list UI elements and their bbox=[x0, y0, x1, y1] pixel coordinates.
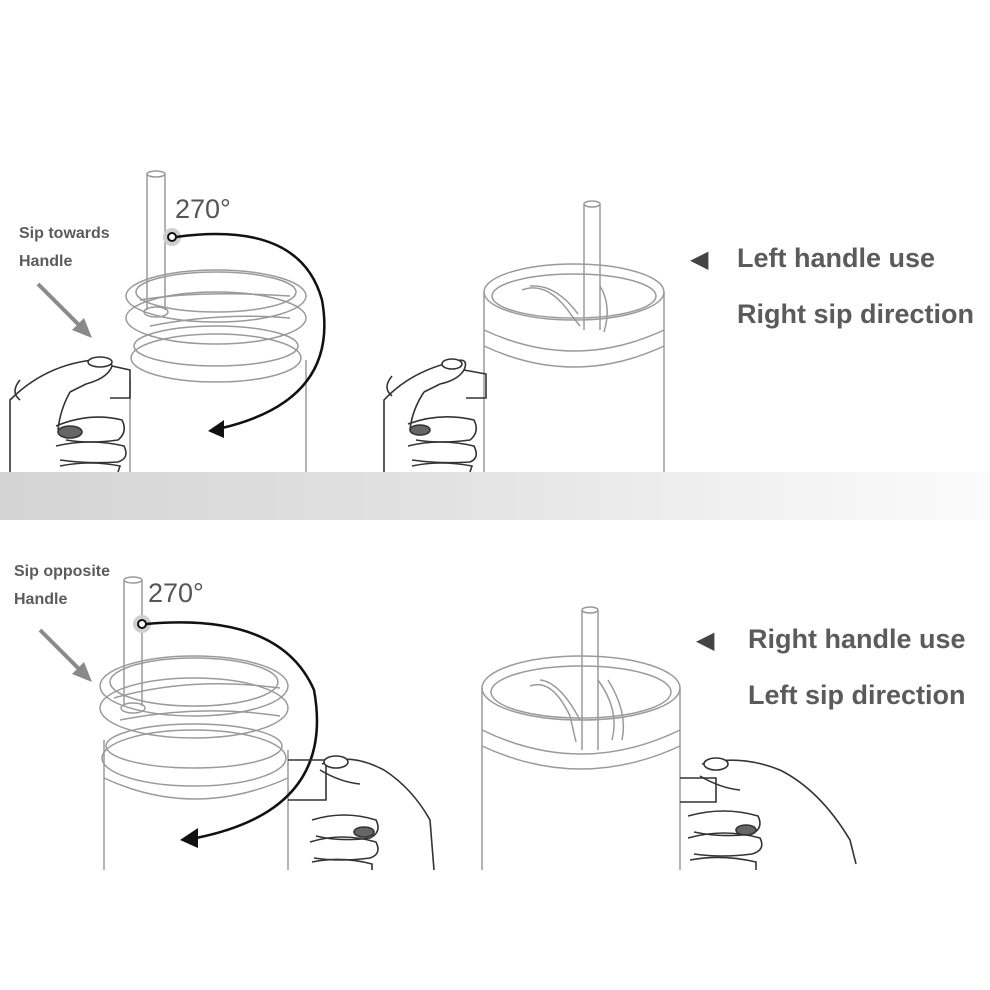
rotation-arrow-icon bbox=[163, 228, 326, 438]
tumbler-icon bbox=[481, 606, 681, 870]
pointer-arrow-icon: ◀ bbox=[696, 627, 715, 654]
straw-icon bbox=[143, 170, 169, 318]
sip-tip-label: Sip opposite Handle bbox=[14, 558, 110, 614]
hand-icon bbox=[680, 757, 857, 870]
pointer-arrow-icon bbox=[38, 628, 92, 682]
top-illustration bbox=[9, 170, 665, 472]
bottom-illustration bbox=[38, 576, 857, 871]
sip-tip-line2: Handle bbox=[19, 253, 73, 270]
hand-icon bbox=[383, 358, 487, 472]
sip-direction-label: Left sip direction bbox=[748, 680, 966, 710]
handle-use-label: Right handle use bbox=[748, 624, 966, 654]
divider-band bbox=[0, 472, 990, 520]
angle-label: 270° bbox=[175, 194, 231, 224]
tumbler-icon bbox=[483, 200, 665, 472]
straw-icon bbox=[120, 576, 146, 714]
sip-tip-line2: Handle bbox=[14, 591, 68, 608]
sip-tip-line1: Sip opposite bbox=[14, 563, 110, 580]
pointer-arrow-icon bbox=[36, 282, 92, 338]
sip-tip-label: Sip towards Handle bbox=[19, 220, 110, 276]
tumbler-icon bbox=[99, 655, 289, 870]
rotation-arrow-icon bbox=[133, 615, 319, 848]
sip-direction-label: Right sip direction bbox=[737, 299, 975, 329]
top-panel: Sip towards Handle 270° ◀ Left handle us… bbox=[0, 0, 990, 472]
tumbler-icon bbox=[125, 269, 307, 472]
sip-tip-line1: Sip towards bbox=[19, 225, 110, 242]
handle-use-label: Left handle use bbox=[737, 243, 936, 273]
angle-label: 270° bbox=[148, 578, 204, 608]
hand-icon bbox=[288, 755, 435, 871]
pointer-arrow-icon: ◀ bbox=[690, 246, 709, 273]
bottom-panel: Sip opposite Handle 270° ◀ Right handle … bbox=[0, 520, 990, 990]
hand-icon bbox=[9, 356, 131, 472]
